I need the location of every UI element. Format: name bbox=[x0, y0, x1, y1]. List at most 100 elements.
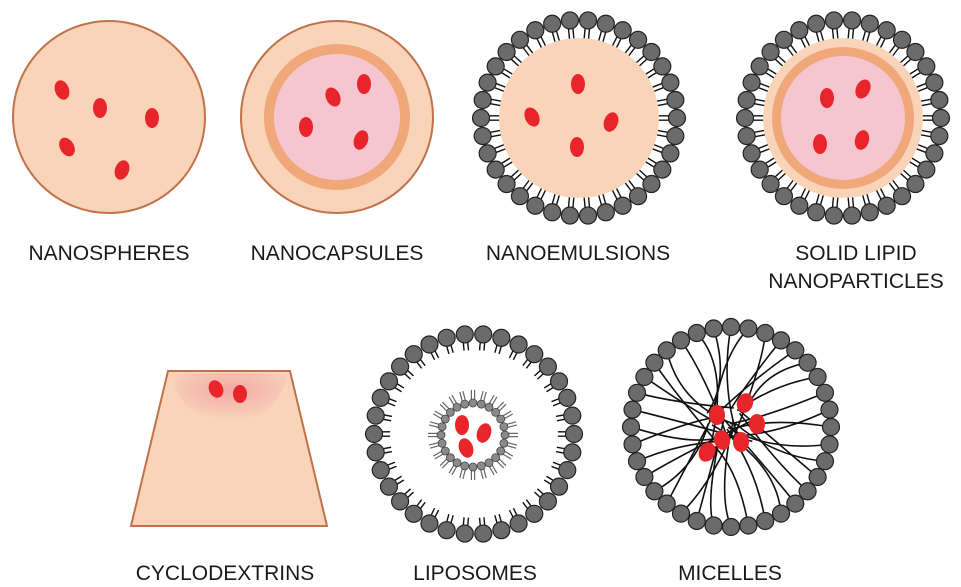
micelle-head bbox=[816, 384, 833, 401]
micelle-head bbox=[705, 320, 722, 337]
lipid-head bbox=[456, 326, 473, 343]
lipid-head bbox=[878, 22, 895, 39]
lipid-head bbox=[487, 58, 504, 75]
lipid-head bbox=[566, 426, 583, 443]
lipid-head bbox=[844, 207, 861, 224]
lipid-head bbox=[737, 110, 754, 127]
lipid-head bbox=[487, 161, 504, 178]
lipid-head bbox=[372, 389, 389, 406]
inner-lipid-head bbox=[492, 454, 500, 462]
lipid-head bbox=[907, 176, 924, 193]
lipid-head bbox=[775, 31, 792, 48]
inner-lipid-head bbox=[497, 447, 505, 455]
lipid-head bbox=[527, 22, 544, 39]
micelle-head bbox=[821, 401, 838, 418]
lipid-head bbox=[561, 12, 578, 29]
micelle-head bbox=[821, 436, 838, 453]
lipid-head bbox=[844, 12, 861, 29]
label-nanocapsules: NANOCAPSULES bbox=[251, 242, 424, 265]
lipid-head bbox=[667, 128, 684, 145]
lipid-head bbox=[630, 31, 647, 48]
label-cyclodextrins: CYCLODEXTRINS bbox=[136, 562, 315, 585]
lipid-head bbox=[662, 74, 679, 91]
lipid-head bbox=[931, 91, 948, 108]
inner-lipid-head bbox=[477, 462, 485, 470]
lipid-head bbox=[580, 207, 597, 224]
lipid-head bbox=[597, 204, 614, 221]
lipid-head bbox=[808, 15, 825, 32]
lipid-head bbox=[473, 110, 490, 127]
lipid-head bbox=[493, 329, 510, 346]
lipid-head bbox=[630, 188, 647, 205]
inner-lipid-head bbox=[469, 463, 477, 471]
nanoemulsion-figure bbox=[473, 12, 686, 224]
lipid-head bbox=[367, 407, 384, 424]
lipid-head bbox=[825, 12, 842, 29]
lipid-head bbox=[667, 91, 684, 108]
inner-lipid-head bbox=[469, 399, 477, 407]
micelle-head bbox=[624, 436, 641, 453]
lipid-head bbox=[614, 22, 631, 39]
micelle-head bbox=[629, 453, 646, 470]
lipid-head bbox=[775, 188, 792, 205]
lipid-head bbox=[479, 74, 496, 91]
label-solid-lipid-line1: SOLID LIPID bbox=[795, 242, 916, 265]
lipid-head bbox=[559, 389, 576, 406]
micelle-head bbox=[773, 332, 790, 349]
lipid-head bbox=[526, 505, 543, 522]
lipid-head bbox=[918, 58, 935, 75]
micelle-tail bbox=[707, 329, 720, 414]
lipid-head bbox=[511, 31, 528, 48]
lipid-head bbox=[738, 128, 755, 145]
lipid-head bbox=[738, 91, 755, 108]
lipid-head bbox=[438, 329, 455, 346]
micelle-head bbox=[740, 320, 757, 337]
micelle-head bbox=[823, 419, 840, 436]
lipid-head bbox=[907, 43, 924, 60]
inner-lipid-head bbox=[438, 423, 446, 431]
lipid-head bbox=[380, 478, 397, 495]
lipid-head bbox=[479, 145, 496, 162]
micelle-head bbox=[799, 354, 816, 371]
inner-lipid-head bbox=[500, 423, 508, 431]
micelle-head bbox=[636, 469, 653, 486]
lipid-head bbox=[527, 197, 544, 214]
lipid-head bbox=[510, 515, 527, 532]
inner-lipid-head bbox=[485, 459, 493, 467]
lipid-head bbox=[544, 204, 561, 221]
label-liposomes: LIPOSOMES bbox=[413, 562, 537, 585]
nanosphere-figure bbox=[13, 21, 205, 213]
inner-lipid-head bbox=[477, 400, 485, 408]
lipid-head bbox=[493, 522, 510, 539]
lipid-head bbox=[474, 91, 491, 108]
lipid-head bbox=[544, 15, 561, 32]
lipid-head bbox=[614, 197, 631, 214]
micelle-head bbox=[723, 319, 740, 336]
lipid-head bbox=[405, 505, 422, 522]
micelle-head bbox=[688, 325, 705, 342]
lipid-head bbox=[654, 161, 671, 178]
inner-lipid-head bbox=[461, 400, 469, 408]
lipid-head bbox=[931, 128, 948, 145]
lipid-head bbox=[392, 358, 409, 375]
lipid-head bbox=[539, 358, 556, 375]
label-solid-lipid-line2: NANOPARTICLES bbox=[768, 270, 943, 293]
inner-lipid-head bbox=[501, 431, 509, 439]
lipid-head bbox=[808, 204, 825, 221]
lipid-head bbox=[662, 145, 679, 162]
lipid-head bbox=[762, 176, 779, 193]
micelle-head bbox=[809, 369, 826, 386]
lipid-head bbox=[438, 522, 455, 539]
lipid-head bbox=[380, 373, 397, 390]
micelle-head bbox=[688, 512, 705, 529]
inner-lipid-head bbox=[441, 447, 449, 455]
micelle-head bbox=[773, 505, 790, 522]
inner-lipid-head bbox=[497, 415, 505, 423]
lipid-head bbox=[762, 43, 779, 60]
lipid-head bbox=[861, 15, 878, 32]
micelle-head bbox=[809, 469, 826, 486]
micelle-head bbox=[757, 325, 774, 342]
inner-lipid-head bbox=[485, 403, 493, 411]
lipid-head bbox=[643, 176, 660, 193]
